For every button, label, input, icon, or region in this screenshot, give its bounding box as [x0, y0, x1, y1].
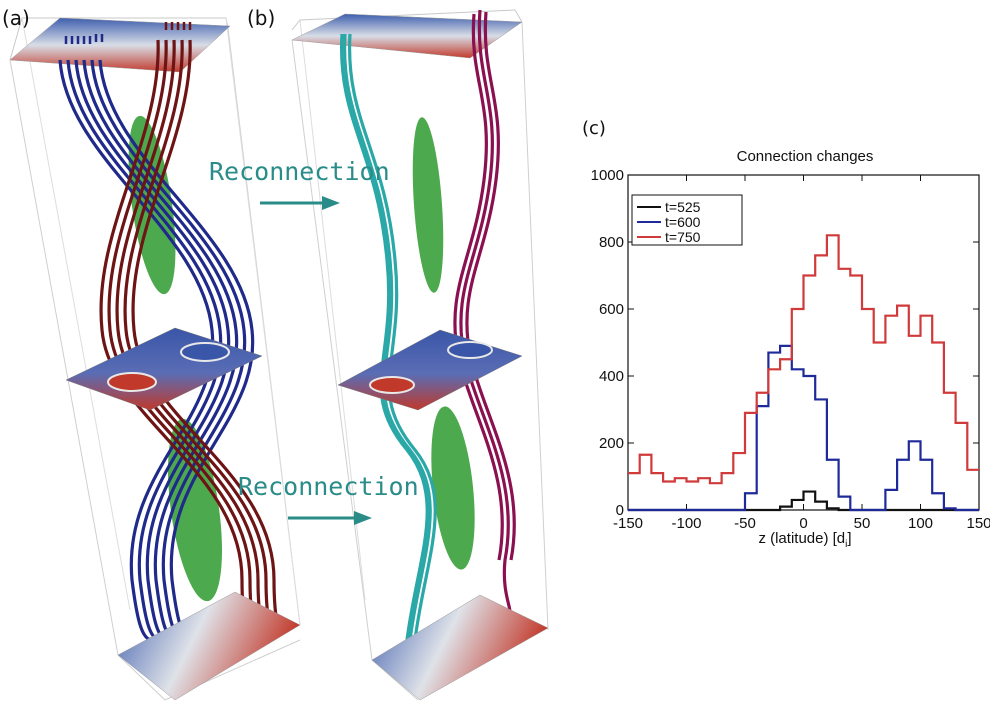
panel-label-c: (c) [582, 118, 606, 139]
x-axis-label: z (latitude) [di] [758, 530, 851, 550]
top-plane-b [291, 13, 523, 59]
current-sheet-lower-a [168, 418, 222, 602]
field-lines-blue-a [58, 59, 255, 642]
y-tick-label: 0 [616, 502, 624, 519]
series-layer [628, 234, 979, 512]
current-sheet-upper-b [412, 117, 444, 293]
y-tick-label: 1000 [591, 167, 624, 184]
panel-label-b: (b) [247, 6, 276, 30]
y-tick-label: 400 [599, 368, 624, 385]
x-tick-label: 100 [908, 515, 933, 532]
chart-title: Connection changes [737, 148, 874, 165]
series-line-t=600 [628, 344, 979, 512]
panel-a-box [9, 17, 301, 701]
x-tick-label: 150 [966, 515, 990, 532]
middle-plane-b [337, 329, 523, 411]
y-tick-label: 800 [599, 234, 624, 251]
reconnection-label-upper: Reconnection [209, 157, 390, 186]
panel-b-box [291, 9, 549, 701]
x-tick-label: -100 [671, 515, 701, 532]
y-tick-label: 200 [599, 435, 624, 452]
top-plane-a [9, 17, 231, 73]
reconnection-arrow-upper [260, 196, 340, 210]
legend-label: t=525 [665, 199, 701, 215]
bottom-plane-b [371, 594, 549, 701]
x-tick-label: -150 [613, 515, 643, 532]
y-tick-label: 600 [599, 301, 624, 318]
legend-label: t=600 [665, 214, 701, 230]
panel-label-a: (a) [2, 6, 30, 30]
current-sheet-lower-b [431, 406, 475, 570]
x-tick-label: -50 [734, 515, 756, 532]
bottom-plane-a [117, 591, 301, 701]
series-line-t=750 [628, 234, 979, 485]
reconnection-label-lower: Reconnection [238, 472, 419, 501]
x-tick-label: 50 [854, 515, 871, 532]
y-axis: 0 200 400 600 800 1000 [591, 167, 979, 519]
reconnection-arrow-lower [288, 511, 372, 525]
x-tick-label: 0 [799, 515, 807, 532]
x-axis: -150 -100 -50 0 50 100 150 [613, 175, 990, 532]
legend-label: t=750 [665, 229, 701, 245]
